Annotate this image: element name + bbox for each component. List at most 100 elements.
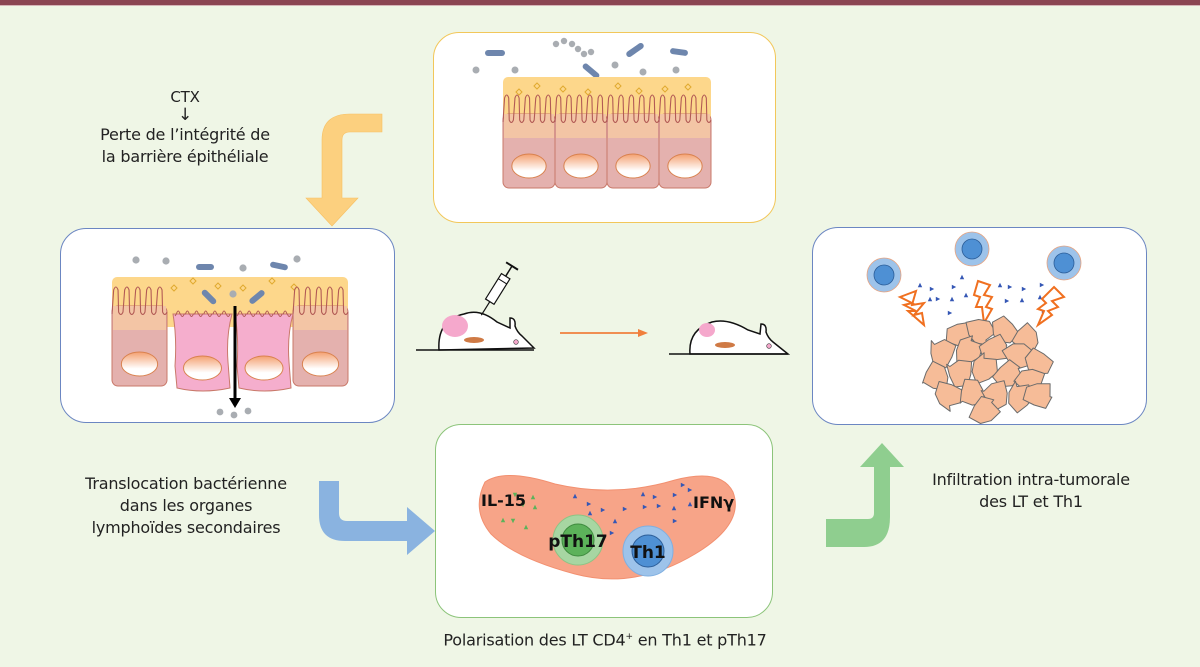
injected-mouse-illustration xyxy=(416,261,536,351)
epithelial-cell xyxy=(658,94,712,189)
cell-apical-region xyxy=(294,306,347,330)
il15-particle xyxy=(520,502,526,508)
cytokine-particle xyxy=(947,310,953,316)
damaged-epithelial-cell xyxy=(172,310,233,392)
bacteria-rod xyxy=(485,50,505,56)
ifng-particles xyxy=(572,482,693,536)
ifng-particle xyxy=(587,510,593,516)
mouse-eye xyxy=(766,343,772,349)
epithelial-loss-line2: la barrière épithéliale xyxy=(101,147,269,166)
microvilli xyxy=(554,94,608,124)
ifng-particle xyxy=(586,501,592,507)
cytokine-particle xyxy=(997,282,1003,288)
bacteria-coccus xyxy=(162,257,170,265)
tumor-mass xyxy=(922,315,1054,424)
damaged-epithelial-cell xyxy=(234,310,294,392)
cell-apical-region xyxy=(113,306,166,330)
tumor-infiltration-illustration xyxy=(866,231,1082,424)
ifng-particle xyxy=(609,530,615,536)
epithelial-cell xyxy=(606,94,660,189)
il15-particle xyxy=(512,492,518,498)
cell-nucleus xyxy=(120,351,159,377)
polarisation-superscript: + xyxy=(625,632,633,642)
translocation-arrow-head-icon xyxy=(229,398,241,408)
mucus-granules xyxy=(515,82,692,96)
bacteria-coccus xyxy=(230,411,238,419)
microvilli xyxy=(502,94,556,124)
ctx-caption: CTX ↓ Perte de l’intégrité de la barrièr… xyxy=(70,88,300,168)
il15-particles xyxy=(500,492,538,530)
bacteria-rod xyxy=(196,264,214,270)
epithelial-cell xyxy=(292,286,349,387)
lightning-bolts xyxy=(897,279,1066,328)
cytokine-particle xyxy=(1019,297,1025,303)
infiltration-bent-arrow-icon xyxy=(826,443,904,547)
mouse-eye xyxy=(513,339,519,345)
tumor-cell xyxy=(930,339,957,369)
bacteria-rod xyxy=(582,63,600,79)
cytokine-particle xyxy=(1039,282,1045,288)
ifng-label: IFNγ xyxy=(693,493,734,512)
tumor-cell xyxy=(1022,383,1053,409)
bacteria-coccus xyxy=(552,40,560,48)
lightning-icon xyxy=(1035,285,1066,328)
lymphoid-organ-illustration: pTh17 Th1 IL-15 IFNγ xyxy=(478,474,736,580)
il15-particle xyxy=(530,494,536,500)
ifng-particle xyxy=(612,518,618,524)
tumor-cell xyxy=(980,380,1008,412)
ifng-particle xyxy=(652,494,658,500)
top-accent-bar xyxy=(0,0,1200,5)
microvilli xyxy=(111,286,168,316)
cytokine-particle xyxy=(1007,284,1013,290)
cell-nucleus xyxy=(563,153,599,179)
bacteria-rod xyxy=(670,48,688,56)
cell-nucleus xyxy=(667,153,703,179)
cytokine-particle xyxy=(927,296,933,302)
t-cell xyxy=(866,257,902,293)
bacteria-rod xyxy=(626,42,644,58)
short-microvilli xyxy=(174,310,231,317)
cytokine-particles xyxy=(917,274,1047,316)
il15-particle xyxy=(523,524,529,530)
bacteria-coccus xyxy=(611,61,619,69)
pth17-cell: pTh17 xyxy=(548,514,608,566)
cell-apical-region xyxy=(608,114,658,138)
cytokine-particle xyxy=(949,296,955,302)
ifng-particle xyxy=(671,505,677,511)
syringe-icon xyxy=(480,261,519,316)
infiltration-bent-arrow-shape xyxy=(826,443,904,547)
transfer-arrow-icon xyxy=(560,329,648,337)
translocation-bent-arrow-shape xyxy=(319,481,435,555)
t-cell xyxy=(1046,245,1082,281)
th1-cell: Th1 xyxy=(622,525,674,577)
cell-nucleus xyxy=(183,355,222,381)
ifng-particle xyxy=(680,482,686,488)
tumor-cell xyxy=(934,381,963,412)
polarisation-prefix: Polarisation des LT CD4 xyxy=(443,630,626,650)
intact-epithelium-illustration xyxy=(472,37,712,189)
cytokine-particle xyxy=(1021,286,1027,292)
cell-nucleus xyxy=(244,355,284,381)
epithelial-cells xyxy=(111,286,349,392)
cytokine-particle xyxy=(929,286,935,292)
ifng-particle xyxy=(600,507,606,513)
bacteria-coccus xyxy=(672,66,680,74)
ifng-particle xyxy=(687,501,693,507)
bacteria-coccus xyxy=(568,40,576,48)
tumor-cell xyxy=(959,378,986,406)
pth17-label: pTh17 xyxy=(548,532,608,552)
bacteria-coccus xyxy=(244,407,252,415)
ifng-particle xyxy=(572,493,578,499)
cytokine-particle xyxy=(951,284,957,290)
bacteria-coccus xyxy=(132,256,140,264)
translocation-caption: Translocation bactérienne dans les organ… xyxy=(66,473,306,539)
cell-nucleus xyxy=(511,153,547,179)
il15-particle xyxy=(500,517,506,523)
short-microvilli xyxy=(236,310,292,317)
cytokine-particle xyxy=(963,292,969,298)
translocation-line2: dans les organes xyxy=(119,496,253,515)
microvilli xyxy=(658,94,712,124)
epithelial-cell xyxy=(111,286,168,387)
bacteria-coccus xyxy=(639,68,647,76)
bacteria-rod xyxy=(270,261,288,271)
